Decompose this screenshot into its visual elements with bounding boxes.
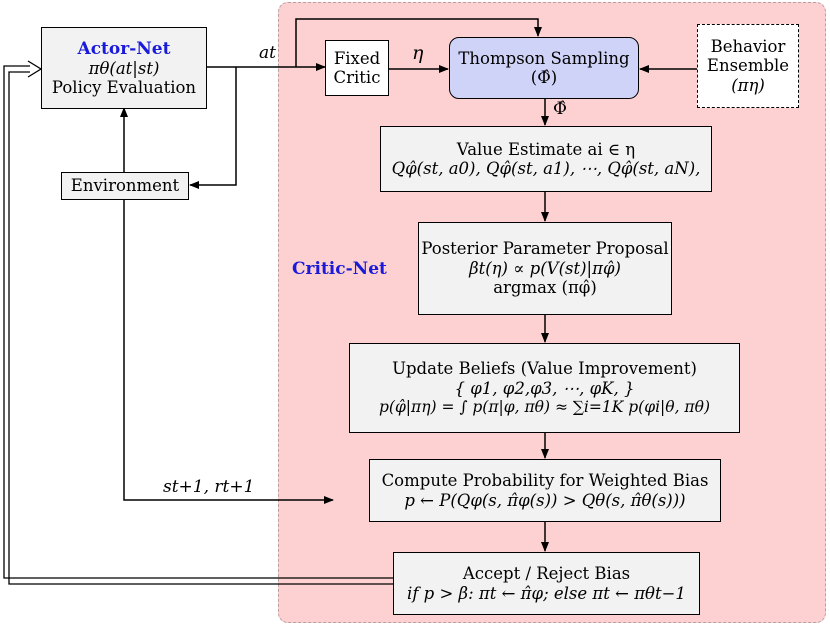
posterior-line2: βt(η) ∝ p(V(st)|πφ̂) bbox=[469, 258, 621, 278]
update-line1: Update Beliefs (Value Improvement) bbox=[392, 359, 697, 379]
phi-hat-label: Φ̂ bbox=[553, 99, 567, 119]
compute-line1: Compute Probability for Weighted Bias bbox=[381, 471, 709, 491]
fixed-critic-box: Fixed Critic bbox=[325, 40, 389, 96]
critic-net-label: Critic-Net bbox=[292, 259, 387, 279]
value-estimate-box: Value Estimate ai ∈ η Qφ̂(st, a0), Qφ̂(s… bbox=[380, 126, 712, 192]
action-label: at bbox=[259, 43, 276, 63]
eta-label: η bbox=[412, 42, 424, 64]
actor-net-box: Actor-Net πθ(at|st) Policy Evaluation bbox=[41, 27, 207, 109]
actor-net-policy: πθ(at|st) bbox=[88, 58, 160, 78]
environment-label: Environment bbox=[70, 176, 180, 196]
thompson-line2: (Φ̂) bbox=[530, 68, 558, 87]
arrow-action-to-thompson bbox=[295, 18, 542, 67]
accept-line2: if p > β: πt ← π̂φ; else πt ← πθt−1 bbox=[407, 583, 686, 603]
posterior-proposal-box: Posterior Parameter Proposal βt(η) ∝ p(V… bbox=[418, 222, 672, 315]
compute-line2: p ← P(Qφ(s, π̂φ(s)) > Qθ(s, π̂θ(s))) bbox=[404, 490, 686, 510]
accept-reject-box: Accept / Reject Bias if p > β: πt ← π̂φ;… bbox=[393, 552, 700, 615]
value-estimate-line2: Qφ̂(st, a0), Qφ̂(st, a1), ⋯, Qφ̂(st, aN)… bbox=[391, 159, 701, 178]
arrow-action-to-environment bbox=[189, 67, 237, 189]
compute-probability-box: Compute Probability for Weighted Bias p … bbox=[369, 459, 721, 522]
update-line2: { φ1, φ2,φ3, ⋯, φK, } bbox=[454, 378, 635, 398]
posterior-line3: argmax (πφ̂) bbox=[493, 278, 597, 298]
actor-net-title: Actor-Net bbox=[77, 38, 171, 59]
update-beliefs-box: Update Beliefs (Value Improvement) { φ1,… bbox=[349, 343, 740, 433]
thompson-line1: Thompson Sampling bbox=[458, 48, 630, 68]
environment-box: Environment bbox=[61, 172, 189, 200]
value-estimate-line1: Value Estimate ai ∈ η bbox=[456, 139, 636, 159]
behavior-ensemble-box: Behavior Ensemble (πη) bbox=[697, 24, 799, 108]
behavior-line2: Ensemble bbox=[706, 56, 790, 76]
fixed-critic-line2: Critic bbox=[333, 68, 381, 87]
state-reward-label: st+1, rt+1 bbox=[163, 477, 255, 497]
behavior-line3: (πη) bbox=[731, 75, 765, 95]
behavior-line1: Behavior bbox=[710, 36, 786, 56]
accept-line1: Accept / Reject Bias bbox=[462, 564, 631, 584]
actor-net-subtitle: Policy Evaluation bbox=[51, 78, 197, 98]
thompson-sampling-box: Thompson Sampling (Φ̂) bbox=[449, 37, 639, 99]
fixed-critic-line1: Fixed bbox=[333, 48, 381, 68]
posterior-line1: Posterior Parameter Proposal bbox=[421, 239, 669, 259]
feedback-double-arrow bbox=[3, 60, 393, 585]
arrow-environment-to-compute bbox=[123, 200, 334, 504]
update-line3: p(φ̂|πη) = ∫ p(π|φ, πθ) ≈ ∑i=1K p(φi|θ, … bbox=[378, 398, 711, 417]
